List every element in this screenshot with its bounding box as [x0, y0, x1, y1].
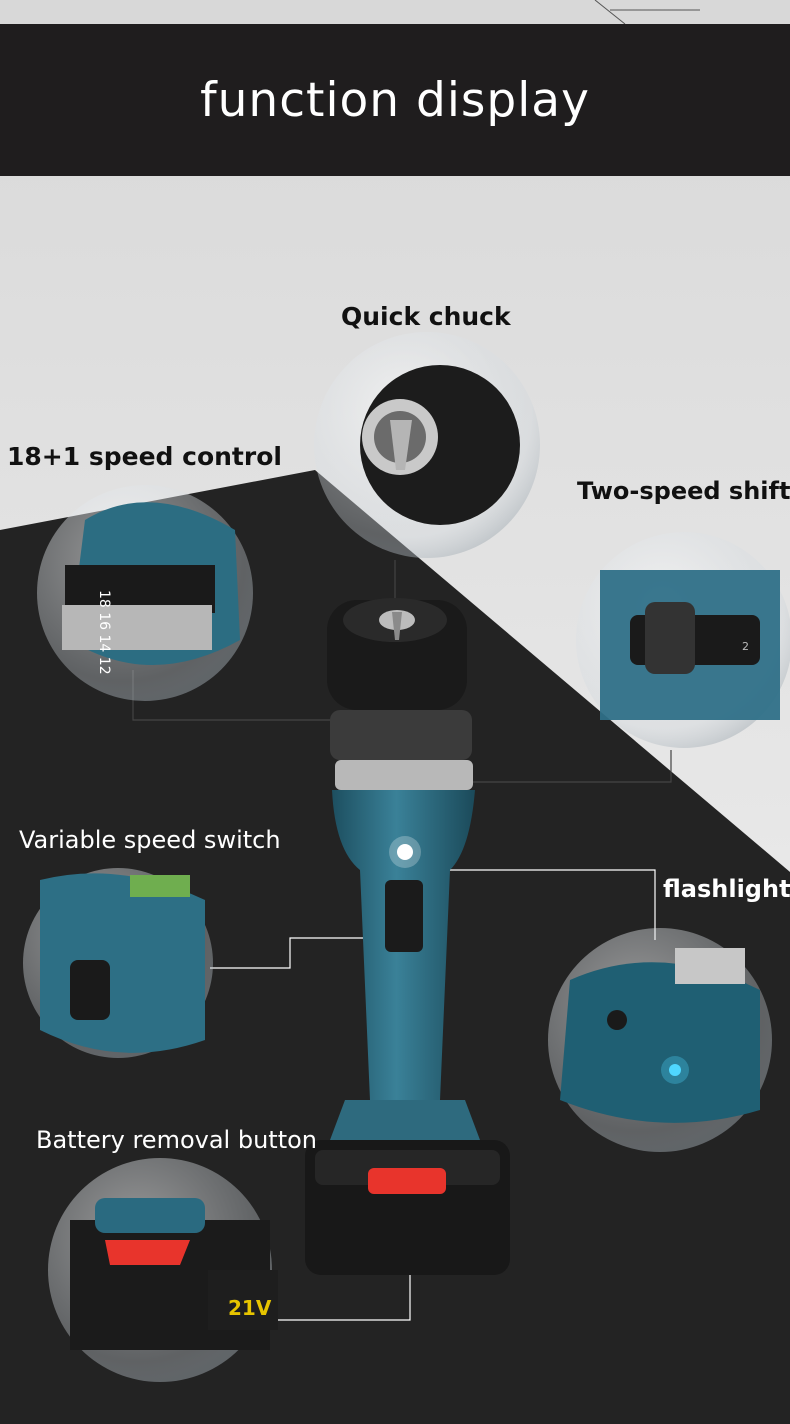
label-battery-removal-button: Battery removal button — [36, 1126, 317, 1154]
bubble-two-speed-shift: 2 — [576, 532, 790, 748]
drill-chuck: 1 2 4 — [327, 598, 473, 816]
bubble-variable-speed-switch — [23, 868, 213, 1058]
bubble-quick-chuck — [314, 332, 540, 558]
bubble-battery-removal: 21V — [48, 1158, 278, 1382]
label-two-speed-shift: Two-speed shift — [577, 477, 790, 505]
flashlight-led — [397, 844, 413, 860]
battery-release-button — [368, 1168, 446, 1194]
clutch-numbers: 18 16 14 12 — [96, 590, 112, 675]
label-quick-chuck: Quick chuck — [341, 302, 511, 331]
battery-voltage-label: 21V — [228, 1296, 272, 1320]
drill-body — [305, 790, 510, 1275]
label-flashlight: flashlight — [663, 875, 790, 903]
bubble-flashlight — [548, 928, 772, 1152]
svg-text:2: 2 — [742, 640, 749, 653]
label-speed-control: 18+1 speed control — [7, 442, 282, 471]
header-banner: function display — [0, 24, 790, 176]
page-title: function display — [200, 72, 590, 128]
trigger-switch — [385, 880, 423, 952]
label-variable-speed-switch: Variable speed switch — [19, 826, 281, 854]
bubble-speed-control: 18 16 14 12 — [37, 485, 253, 701]
